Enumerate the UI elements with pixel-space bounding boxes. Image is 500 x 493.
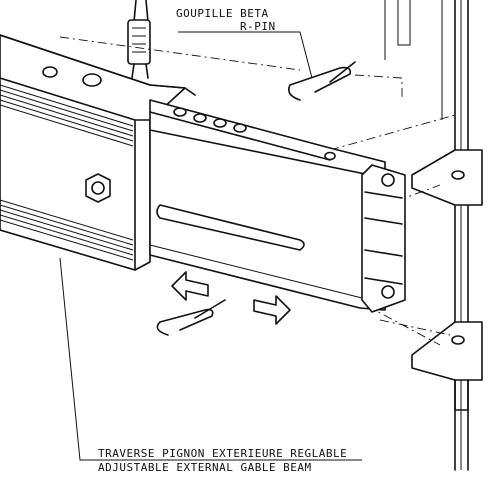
inner-sliding-profile [149,99,406,313]
r-pin-lower [156,299,226,336]
r-pin-upper [287,61,356,101]
beam-label-fr: TRAVERSE PIGNON EXTERIEURE REGLABLE [98,447,347,460]
slide-arrow-left [171,271,209,301]
upper-bracket-plate [411,149,483,206]
rpin-label-fr: GOUPILLE BETA [176,7,269,20]
turnbuckle-chain [127,0,151,79]
lower-bracket-plate [411,321,483,411]
slide-arrow-right [253,295,291,325]
rpin-label-en: R-PIN [240,20,276,33]
leader-lines [59,31,362,461]
beam-label-en: ADJUSTABLE EXTERNAL GABLE BEAM [98,461,312,474]
